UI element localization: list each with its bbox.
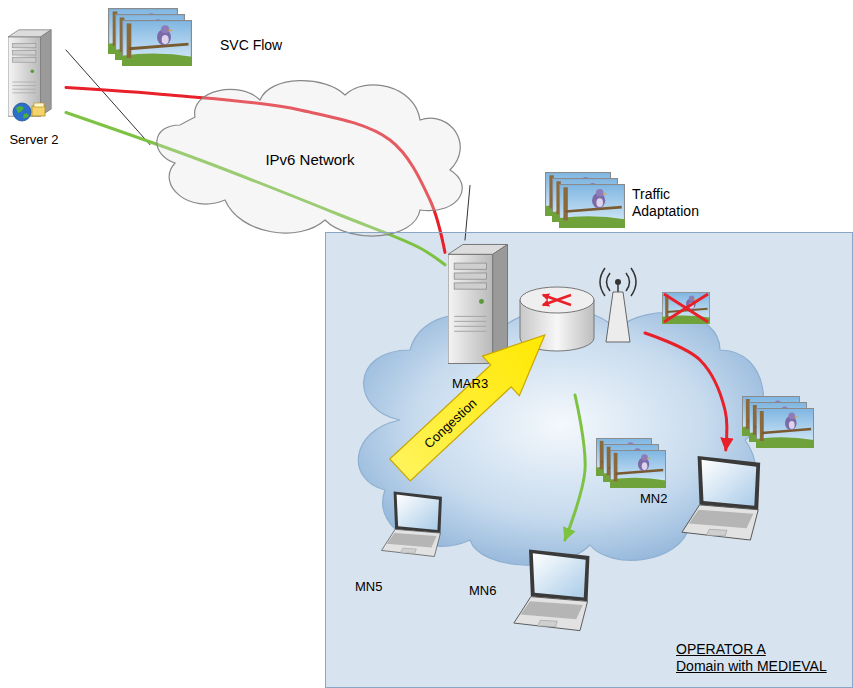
drop-cross: [664, 294, 708, 322]
flow-label: SVC Flow: [220, 37, 282, 53]
congestion-label-box: Congestion: [420, 394, 480, 452]
server-icon: [8, 30, 51, 116]
node-label: MN2: [640, 491, 667, 507]
video-frame: [610, 450, 666, 488]
server-node: Server 2: [2, 25, 66, 150]
folder-icon: [32, 106, 45, 116]
cloud-shape: [157, 81, 462, 236]
server-label: Server 2: [9, 132, 58, 148]
domain-label: OPERATOR A: [676, 641, 766, 658]
router-top: [520, 287, 594, 313]
full-flow-arrow: [645, 333, 727, 450]
adaptation-label: Traffic Adaptation: [632, 186, 716, 220]
video-frame: [559, 185, 625, 228]
laptop-icon: [682, 456, 760, 540]
operator-domain: OPERATOR ADomain with MEDIEVAL MAR3MN5 MN6…: [325, 232, 853, 688]
link-line: [66, 50, 150, 145]
laptop-icon: [514, 549, 590, 630]
mobile-node: MN6: [465, 540, 600, 642]
flow-label-box: SVC Flow: [220, 36, 282, 54]
video-frame: [122, 21, 192, 66]
antenna-tip: [615, 279, 621, 285]
mobile-node: MN2: [636, 450, 772, 548]
router-arrows: [543, 295, 571, 305]
globe-land: [16, 106, 29, 118]
congestion-label: Congestion: [421, 395, 479, 451]
globe-icon: [13, 103, 31, 121]
congestion-arrow: [382, 315, 564, 490]
node-label: MN5: [355, 579, 382, 595]
laptop-icon: [382, 492, 442, 557]
dropped-frame: [662, 292, 710, 324]
node-label: MN6: [469, 583, 496, 599]
antenna-tower: [606, 292, 630, 342]
folder-icon: [34, 103, 44, 107]
network-label: IPv6 Network: [265, 151, 354, 169]
mobile-node: MN5: [352, 486, 450, 597]
network-cloud: IPv6 Network: [150, 75, 470, 245]
domain-ground: [325, 232, 853, 688]
access-router-node: MAR3: [445, 240, 645, 395]
video-frame: [756, 409, 814, 449]
adaptation-label-box: Traffic Adaptation: [632, 186, 716, 220]
server-icon: [448, 244, 508, 363]
antenna-mast: [617, 285, 619, 292]
domain-label: Domain with MEDIEVAL: [676, 658, 827, 675]
adapted-flow-arrow: [565, 395, 585, 540]
router-label: MAR3: [452, 376, 488, 392]
